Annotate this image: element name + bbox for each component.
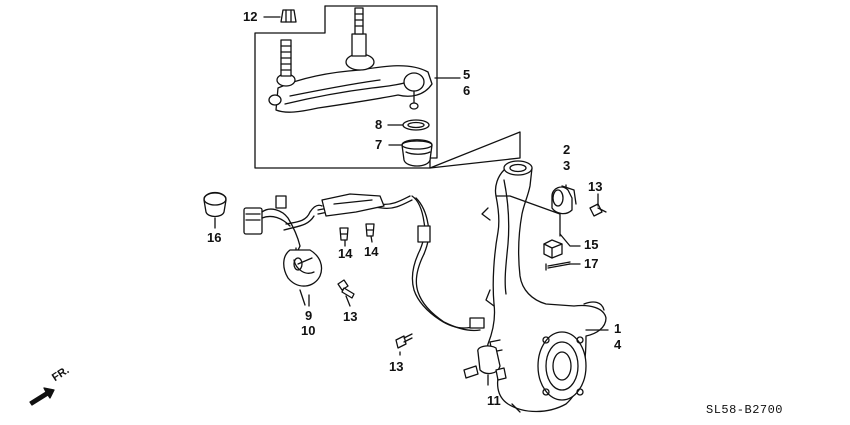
bolt-13-sensor <box>338 280 354 298</box>
callout-1: 1 <box>614 321 622 336</box>
callout-13-bracket: 13 <box>389 359 404 374</box>
callout-12: 12 <box>243 9 258 24</box>
callout-5: 5 <box>463 67 471 82</box>
cotter-pin-17 <box>546 262 570 270</box>
front-direction-arrow <box>30 388 54 405</box>
callout-3: 3 <box>563 158 571 173</box>
cap-16 <box>204 193 226 217</box>
snap-ring-8 <box>403 120 429 130</box>
callout-13-sensor: 13 <box>343 309 358 324</box>
callout-6: 6 <box>463 83 471 98</box>
clip-14a <box>340 228 348 240</box>
callout-13-clamp: 13 <box>588 179 603 194</box>
clip-14b <box>366 224 374 236</box>
hex-nut-15 <box>544 240 562 258</box>
steering-knuckle <box>482 161 606 412</box>
nut-12 <box>281 10 296 22</box>
callout-10: 10 <box>301 323 316 338</box>
callout-15: 15 <box>584 237 599 252</box>
abs-sensor-harness <box>244 194 484 331</box>
bolt-13-clamp <box>590 204 606 216</box>
callout-14-a: 14 <box>338 246 353 261</box>
callout-2: 2 <box>563 142 571 157</box>
callout-4: 4 <box>614 337 622 352</box>
callout-16: 16 <box>207 230 222 245</box>
sensor-11 <box>464 346 506 380</box>
dust-boot-7 <box>402 140 432 166</box>
callout-8: 8 <box>375 117 383 132</box>
callout-17: 17 <box>584 256 599 271</box>
clamp-2-3 <box>552 186 576 214</box>
bolt-13-bracket <box>396 334 412 348</box>
callout-11: 11 <box>487 393 501 408</box>
upper-control-arm <box>269 8 432 112</box>
diagram-code: SL58-B2700 <box>706 403 784 417</box>
callout-14-b: 14 <box>364 244 379 259</box>
callout-7: 7 <box>375 137 383 152</box>
callout-9: 9 <box>305 308 313 323</box>
